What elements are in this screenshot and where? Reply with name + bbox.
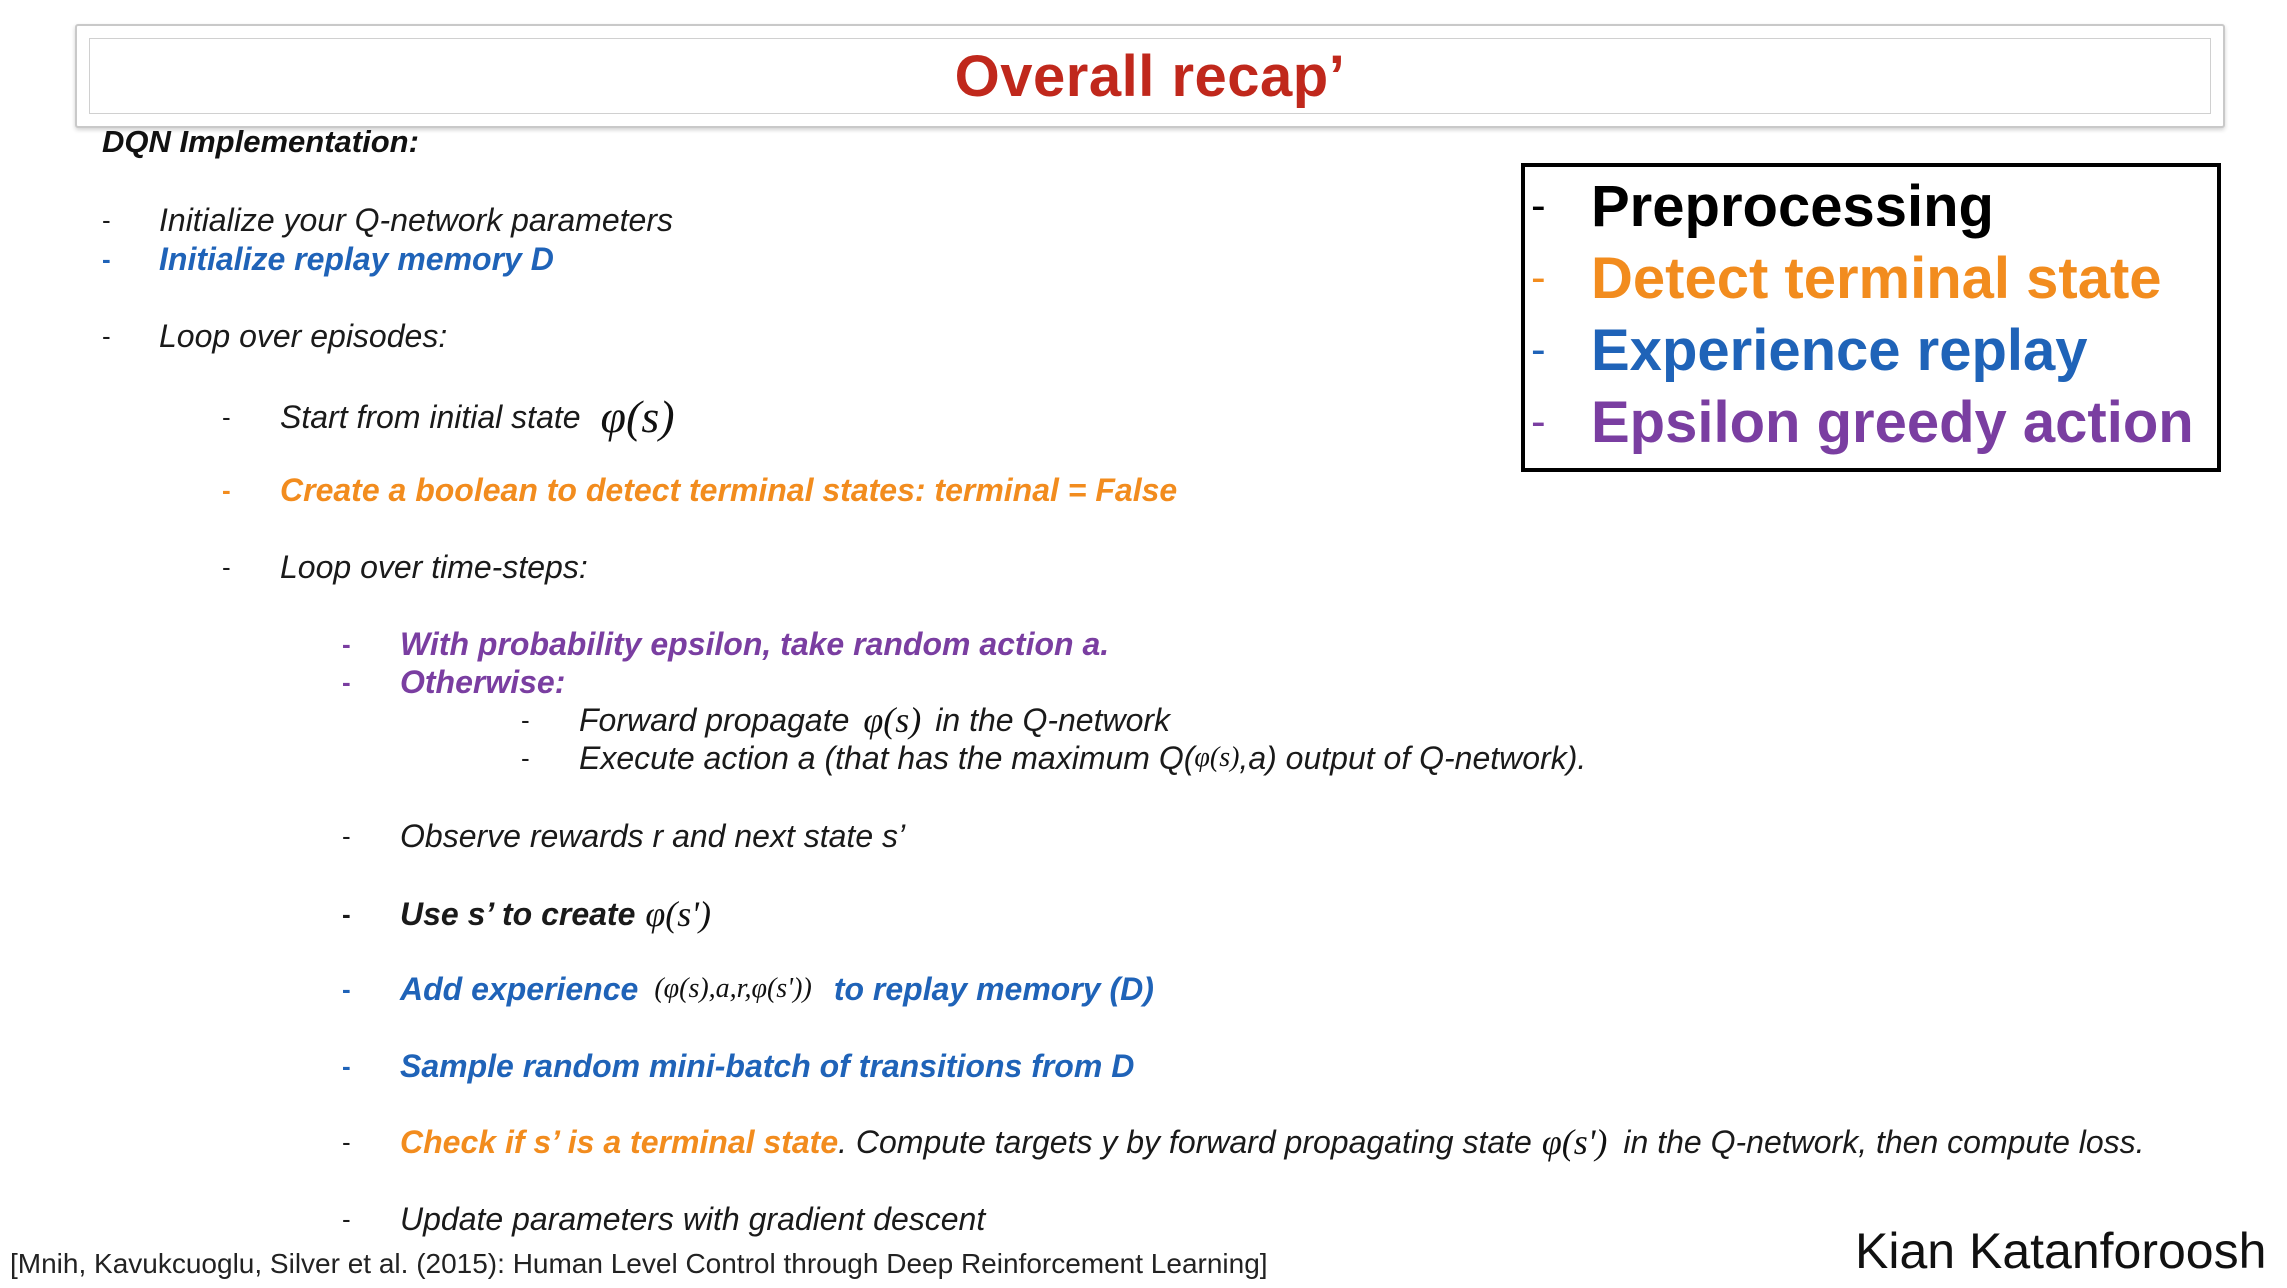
bullet-dash: - — [342, 667, 351, 697]
step-init-q-network: - Initialize your Q-network parameters — [102, 200, 673, 240]
step-text: Initialize your Q-network parameters — [159, 202, 673, 238]
step-text: Add experience — [400, 971, 639, 1007]
step-add-experience: - Add experience (φ(s),a,r,φ(s')) to rep… — [342, 969, 1154, 1009]
phi-s-formula: φ(s) — [863, 700, 922, 740]
step-text: Forward propagate — [579, 702, 850, 738]
legend-label: Experience replay — [1591, 318, 2088, 383]
section-heading: DQN Implementation: — [102, 124, 419, 159]
step-init-replay-memory: - Initialize replay memory D — [102, 239, 554, 279]
step-create-phi-next: - Use s’ to create φ(s') — [342, 890, 711, 938]
legend-label: Detect terminal state — [1591, 246, 2162, 311]
phi-s-formula: φ(s) — [600, 391, 675, 442]
bullet-dash: - — [342, 1127, 351, 1157]
legend-item-preprocessing: - Preprocessing — [1525, 173, 2217, 245]
step-execute-action: - Execute action a (that has the maximum… — [521, 738, 1586, 778]
legend-label: Preprocessing — [1591, 174, 1994, 239]
bullet-dash: - — [342, 1051, 351, 1081]
step-compute-targets: - Check if s’ is a terminal state . Comp… — [342, 1122, 2145, 1162]
step-loop-timesteps: - Loop over time-steps: — [222, 547, 588, 587]
step-text: Sample random mini-batch of transitions … — [400, 1048, 1135, 1084]
step-terminal-boolean: - Create a boolean to detect terminal st… — [222, 470, 1177, 510]
bullet-dash: - — [102, 244, 111, 274]
step-text: Execute action a (that has the maximum Q… — [579, 740, 1195, 776]
phi-s-formula: φ(s) — [1194, 742, 1240, 773]
bullet-dash: - — [102, 205, 111, 235]
step-observe-rewards: - Observe rewards r and next state s’ — [342, 816, 905, 856]
legend-box: - Preprocessing - Detect terminal state … — [1521, 163, 2221, 472]
step-otherwise: - Otherwise: — [342, 662, 565, 702]
step-text: Start from initial state — [280, 399, 581, 435]
bullet-dash: - — [521, 705, 530, 735]
bullet-dash: - — [521, 743, 530, 773]
legend-label: Epsilon greedy action — [1591, 390, 2194, 455]
bullet-dash: - — [342, 1204, 351, 1234]
legend-item-replay: - Experience replay — [1525, 317, 2217, 389]
step-forward-propagate: - Forward propagate φ(s) in the Q-networ… — [521, 700, 1170, 740]
legend-dash: - — [1531, 181, 1546, 230]
bullet-dash: - — [222, 402, 231, 432]
step-text: Observe rewards r and next state s’ — [400, 818, 906, 854]
step-epsilon-random: - With probability epsilon, take random … — [342, 624, 1109, 664]
title-banner: Overall recap’ — [75, 24, 2225, 128]
bullet-dash: - — [342, 629, 351, 659]
legend-item-terminal: - Detect terminal state — [1525, 245, 2217, 317]
step-loop-episodes: - Loop over episodes: — [102, 316, 447, 356]
legend-dash: - — [1531, 325, 1546, 374]
step-text: Loop over time-steps: — [280, 549, 588, 585]
step-text: Otherwise: — [400, 664, 566, 700]
title-inner-frame: Overall recap’ — [89, 38, 2211, 114]
step-text-tail: in the Q-network, then compute loss. — [1623, 1124, 2145, 1160]
bullet-dash: - — [222, 552, 231, 582]
step-text-tail: in the Q-network — [935, 702, 1171, 738]
legend-dash: - — [1531, 397, 1546, 446]
legend-dash: - — [1531, 253, 1546, 302]
step-text-tail: to replay memory (D) — [833, 971, 1154, 1007]
bullet-dash: - — [342, 821, 351, 851]
bullet-dash: - — [102, 321, 111, 351]
phi-s-prime-formula: φ(s') — [1541, 1122, 1608, 1162]
step-text: Loop over episodes: — [159, 318, 448, 354]
phi-s-prime-formula: φ(s') — [645, 894, 711, 934]
bullet-dash: - — [222, 475, 231, 505]
citation: [Mnih, Kavukcuoglu, Silver et al. (2015)… — [10, 1248, 1268, 1279]
step-text: Create a boolean to detect terminal stat… — [280, 472, 1178, 508]
terminal-check-text: Check if s’ is a terminal state — [400, 1124, 839, 1160]
legend-item-epsilon: - Epsilon greedy action — [1525, 389, 2217, 461]
bullet-dash: - — [342, 899, 351, 929]
step-update-parameters: - Update parameters with gradient descen… — [342, 1199, 985, 1239]
bullet-dash: - — [342, 974, 351, 1004]
step-text: Update parameters with gradient descent — [400, 1201, 986, 1237]
step-text: . Compute targets y by forward propagati… — [838, 1124, 1532, 1160]
author-name: Kian Katanforoosh — [1855, 1223, 2267, 1279]
step-sample-minibatch: - Sample random mini-batch of transition… — [342, 1046, 1134, 1086]
step-text: With probability epsilon, take random ac… — [400, 626, 1110, 662]
step-text-tail: ,a) output of Q-network). — [1239, 740, 1587, 776]
step-text: Initialize replay memory D — [159, 241, 554, 277]
experience-tuple-formula: (φ(s),a,r,φ(s')) — [654, 973, 812, 1004]
step-text: Use s’ to create — [400, 896, 636, 932]
step-initial-state: - Start from initial state φ(s) — [222, 392, 675, 442]
slide-title: Overall recap’ — [954, 43, 1346, 109]
